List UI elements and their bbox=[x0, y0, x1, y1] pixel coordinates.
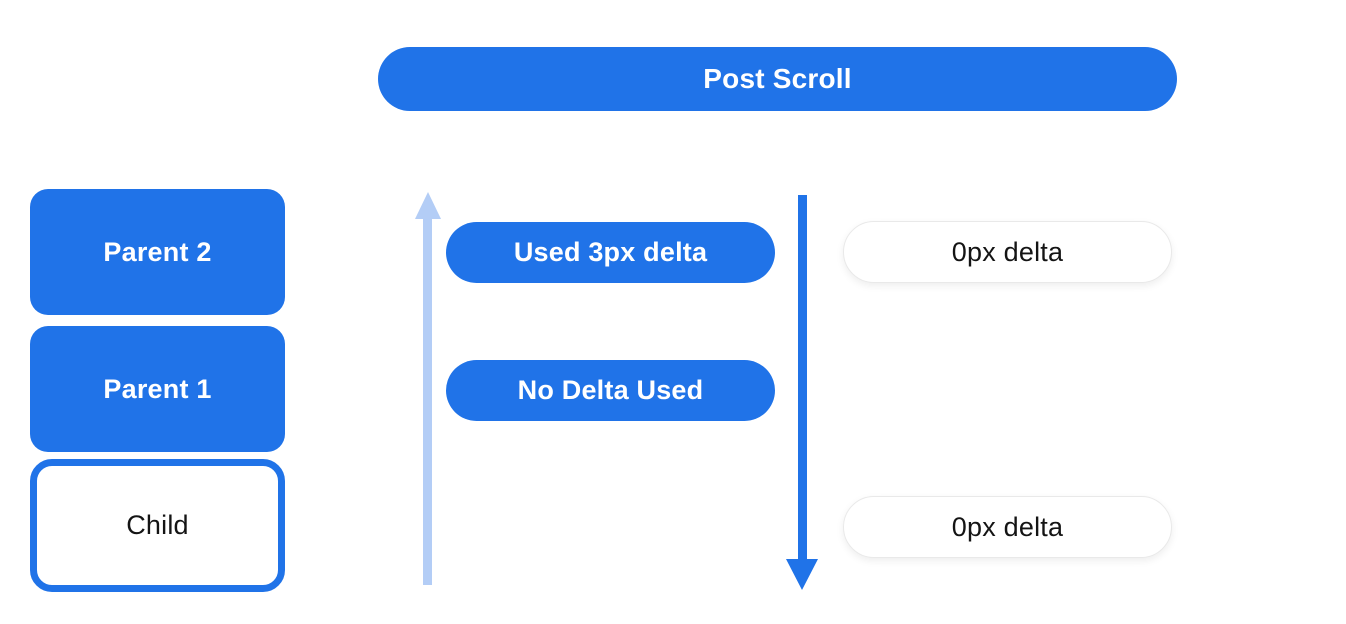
up-arrow-head bbox=[414, 192, 441, 219]
zero-delta-top-pill: 0px delta bbox=[843, 221, 1172, 283]
up-arrow-icon bbox=[414, 192, 441, 585]
child-box: Child bbox=[30, 459, 285, 592]
no-delta-pill: No Delta Used bbox=[446, 360, 775, 421]
parent1-box: Parent 1 bbox=[30, 326, 285, 452]
post-scroll-header: Post Scroll bbox=[378, 47, 1177, 111]
zero-delta-bottom-pill: 0px delta bbox=[843, 496, 1172, 558]
down-arrow-icon bbox=[786, 195, 818, 590]
up-arrow-shaft bbox=[423, 219, 432, 585]
parent2-box: Parent 2 bbox=[30, 189, 285, 315]
down-arrow-head bbox=[786, 559, 818, 590]
used-delta-pill: Used 3px delta bbox=[446, 222, 775, 283]
down-arrow-shaft bbox=[797, 195, 807, 559]
